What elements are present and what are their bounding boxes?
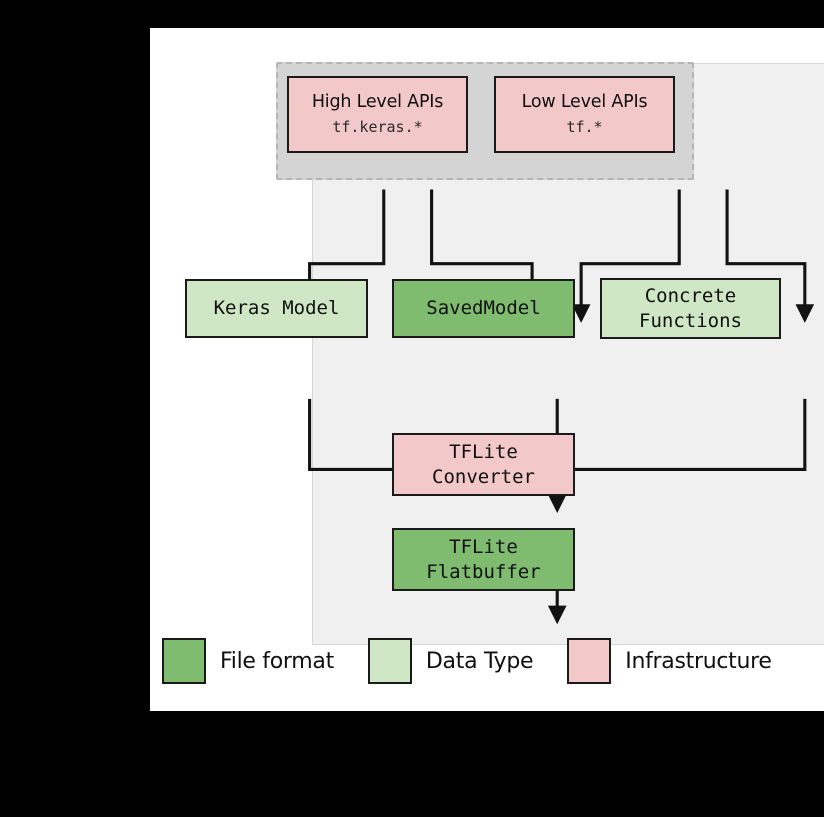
- tflite-converter-label-line1: TFLite: [449, 440, 518, 463]
- legend-item-file-format: File format: [162, 638, 334, 684]
- high-level-apis-title: High Level APIs: [311, 91, 444, 112]
- legend-label-infrastructure: Infrastructure: [625, 648, 772, 674]
- legend-label-data-type: Data Type: [425, 648, 534, 674]
- legend-swatch-file-format: [162, 638, 206, 684]
- concrete-functions-label-line2: Functions: [639, 309, 742, 332]
- legend-swatch-infrastructure: [567, 638, 612, 684]
- legend-item-infrastructure: Infrastructure: [567, 638, 772, 684]
- concrete-functions-label-line1: Concrete: [644, 284, 737, 307]
- tflite-converter-label-line2: Converter: [432, 465, 535, 488]
- node-saved-model[interactable]: SavedModel: [392, 279, 575, 338]
- legend-swatch-data-type: [367, 638, 412, 684]
- node-concrete-functions[interactable]: Concrete Functions: [600, 278, 781, 339]
- tflite-flatbuffer-label-line2: Flatbuffer: [426, 560, 541, 583]
- node-keras-model[interactable]: Keras Model: [185, 279, 368, 338]
- tflite-flatbuffer-label-line1: TFLite: [449, 535, 518, 558]
- legend-label-file-format: File format: [220, 648, 334, 674]
- node-tflite-converter[interactable]: TFLite Converter: [392, 433, 575, 496]
- legend-item-data-type: Data Type: [367, 638, 534, 684]
- saved-model-label: SavedModel: [426, 297, 541, 320]
- high-level-apis-subtitle: tf.keras.*: [332, 118, 423, 137]
- legend: File format Data Type Infrastructure: [162, 633, 812, 689]
- diagram-card: High Level APIs tf.keras.* Low Level API…: [150, 28, 824, 711]
- node-low-level-apis[interactable]: Low Level APIs tf.*: [494, 76, 675, 153]
- node-tflite-flatbuffer[interactable]: TFLite Flatbuffer: [392, 528, 575, 591]
- keras-model-label: Keras Model: [213, 297, 340, 320]
- low-level-apis-title: Low Level APIs: [521, 91, 648, 112]
- low-level-apis-subtitle: tf.*: [566, 118, 603, 137]
- node-high-level-apis[interactable]: High Level APIs tf.keras.*: [287, 76, 468, 153]
